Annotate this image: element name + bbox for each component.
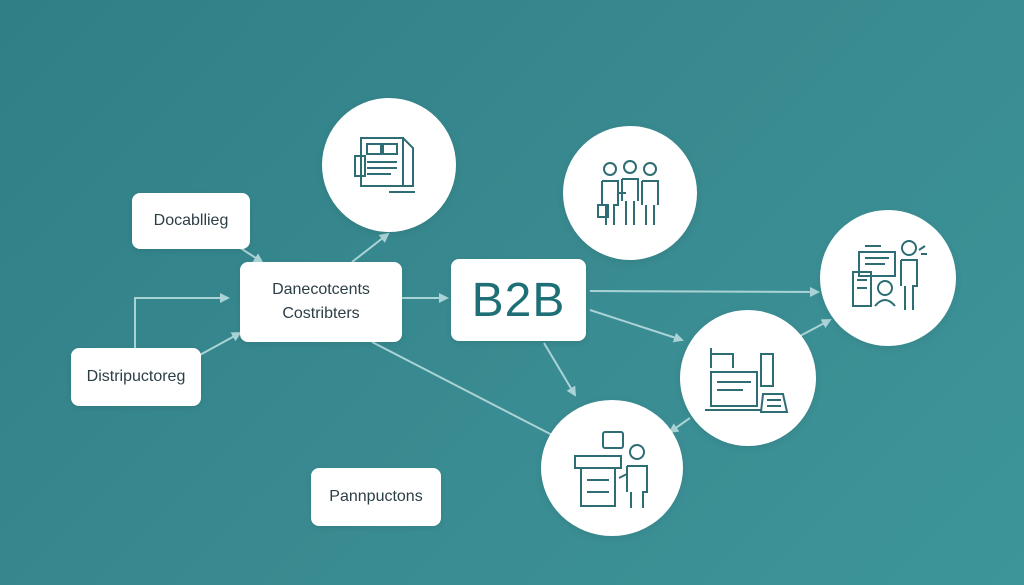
document-icon	[354, 137, 415, 193]
edge-b2b-to-desk	[543, 342, 577, 397]
service-desk-icon	[574, 431, 648, 508]
distrib-node[interactable]: Distripuctoreg	[71, 348, 201, 406]
edge-machine-to-desk	[668, 417, 691, 434]
edge-central-to-desk	[371, 341, 559, 439]
docabling-node[interactable]: Docabllieg	[132, 193, 250, 249]
machine-node[interactable]	[680, 310, 816, 446]
central-label-line1: Danecotcents	[272, 281, 370, 298]
b2b-label: B2B	[471, 273, 566, 327]
pann-node[interactable]: Pannpuctons	[311, 468, 441, 526]
central-node[interactable]: Danecotcents Costribters	[240, 262, 402, 342]
pann-label: Pannpuctons	[329, 488, 423, 505]
team-node[interactable]	[563, 126, 697, 260]
business-people-icon	[597, 160, 659, 225]
edge-b2b-to-office	[589, 286, 820, 297]
machinery-icon	[705, 348, 789, 413]
b2b-node[interactable]: B2B	[451, 259, 586, 341]
office-worker-icon	[852, 240, 927, 310]
edge-machine-to-office	[799, 319, 832, 337]
edge-distrib-to-central-elbow	[134, 293, 230, 348]
office-node[interactable]	[820, 210, 956, 346]
central-label-line2: Costribters	[282, 305, 360, 322]
desk-node[interactable]	[541, 400, 683, 536]
edge-central-to-doc	[351, 232, 390, 263]
edge-b2b-to-machine	[589, 309, 684, 343]
docabling-label: Docabllieg	[153, 212, 229, 229]
edge-distrib-to-central	[197, 332, 242, 357]
distrib-label: Distripuctoreg	[86, 368, 186, 385]
document-node[interactable]	[322, 98, 456, 232]
